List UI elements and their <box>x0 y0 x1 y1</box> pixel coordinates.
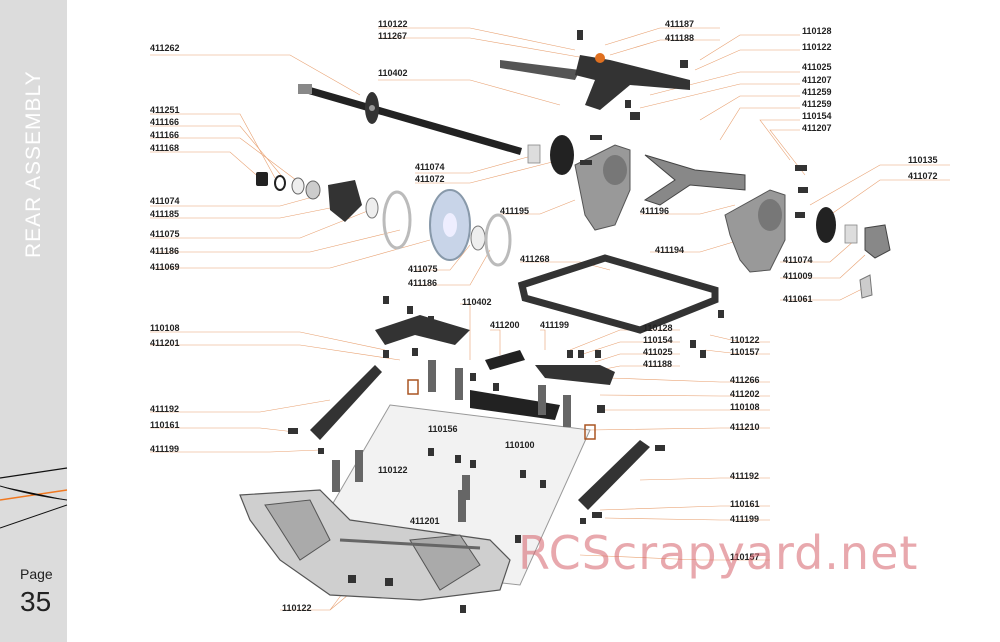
part-label: 110108 <box>730 402 760 412</box>
part-label: 110161 <box>730 499 760 509</box>
part-label: 411259 <box>802 99 832 109</box>
part-label: 411210 <box>730 422 760 432</box>
part-label: 411025 <box>643 347 673 357</box>
part-label: 110402 <box>378 68 408 78</box>
sidebar-stripes <box>0 467 68 529</box>
part-label: 411061 <box>783 294 813 304</box>
diff-assembly <box>256 172 512 267</box>
part-label: 411187 <box>665 19 695 29</box>
part-label: 110122 <box>282 603 312 613</box>
rear-hubs <box>527 135 891 299</box>
part-label: 110122 <box>802 42 832 52</box>
part-label: 110157 <box>730 347 760 357</box>
part-label: 411166 <box>150 130 180 140</box>
part-label: 111267 <box>378 31 408 41</box>
springs <box>407 379 596 440</box>
part-label: 411069 <box>150 262 180 272</box>
part-label: 110100 <box>505 440 535 450</box>
motor-plate <box>517 254 719 334</box>
part-label: 411262 <box>150 43 180 53</box>
part-label: 411195 <box>500 206 530 216</box>
part-label: 411266 <box>730 375 760 385</box>
part-label: 411188 <box>665 33 695 43</box>
part-label: 411201 <box>410 516 440 526</box>
part-label: 411199 <box>150 444 180 454</box>
part-label: 411072 <box>908 171 938 181</box>
part-label: 110122 <box>378 465 408 475</box>
part-label: 411259 <box>802 87 832 97</box>
part-label: 411075 <box>408 264 438 274</box>
part-label: 110157 <box>730 552 760 562</box>
part-label: 411196 <box>640 206 670 216</box>
part-label: 411074 <box>415 162 445 172</box>
part-label: 411188 <box>643 359 673 369</box>
part-label: 411200 <box>490 320 520 330</box>
part-label: 411185 <box>150 209 180 219</box>
part-label: 110128 <box>802 26 832 36</box>
part-label: 110108 <box>150 323 180 333</box>
part-label: 411072 <box>415 174 445 184</box>
part-label: 110128 <box>643 323 673 333</box>
screws <box>288 30 808 613</box>
watermark: RCScrapyard.net <box>518 526 919 580</box>
part-label: 110122 <box>378 19 408 29</box>
rear-chassis <box>239 489 511 601</box>
part-label: 110135 <box>908 155 938 165</box>
part-label: 110402 <box>462 297 492 307</box>
part-label: 411074 <box>783 255 813 265</box>
part-label: 411168 <box>150 143 180 153</box>
part-label: 411199 <box>730 514 760 524</box>
part-label: 411201 <box>150 338 180 348</box>
part-label: 110154 <box>643 335 673 345</box>
part-label: 110122 <box>730 335 760 345</box>
top-brace <box>500 53 690 110</box>
page-number: 35 <box>20 586 52 617</box>
sidebar <box>0 0 67 642</box>
part-label: 110154 <box>802 111 832 121</box>
part-label: 411194 <box>655 245 685 255</box>
leader-lines <box>150 27 950 611</box>
part-label: 411202 <box>730 389 760 399</box>
page-label: Page <box>20 566 53 582</box>
part-label: 411207 <box>802 123 832 133</box>
part-label: 110161 <box>150 420 180 430</box>
part-label: 110156 <box>428 424 458 434</box>
part-label: 411025 <box>802 62 832 72</box>
part-label: 411166 <box>150 117 180 127</box>
part-label: 411207 <box>802 75 832 85</box>
part-label: 411075 <box>150 229 180 239</box>
part-label: 411192 <box>730 471 760 481</box>
part-label: 411009 <box>783 271 813 281</box>
part-label: 411186 <box>150 246 180 256</box>
part-label: 411251 <box>150 105 180 115</box>
part-label: 411074 <box>150 196 180 206</box>
part-label: 411192 <box>150 404 180 414</box>
part-label: 411186 <box>408 278 438 288</box>
rear-shaft <box>298 84 522 155</box>
part-label: 411268 <box>520 254 550 264</box>
part-label: 411199 <box>540 320 570 330</box>
